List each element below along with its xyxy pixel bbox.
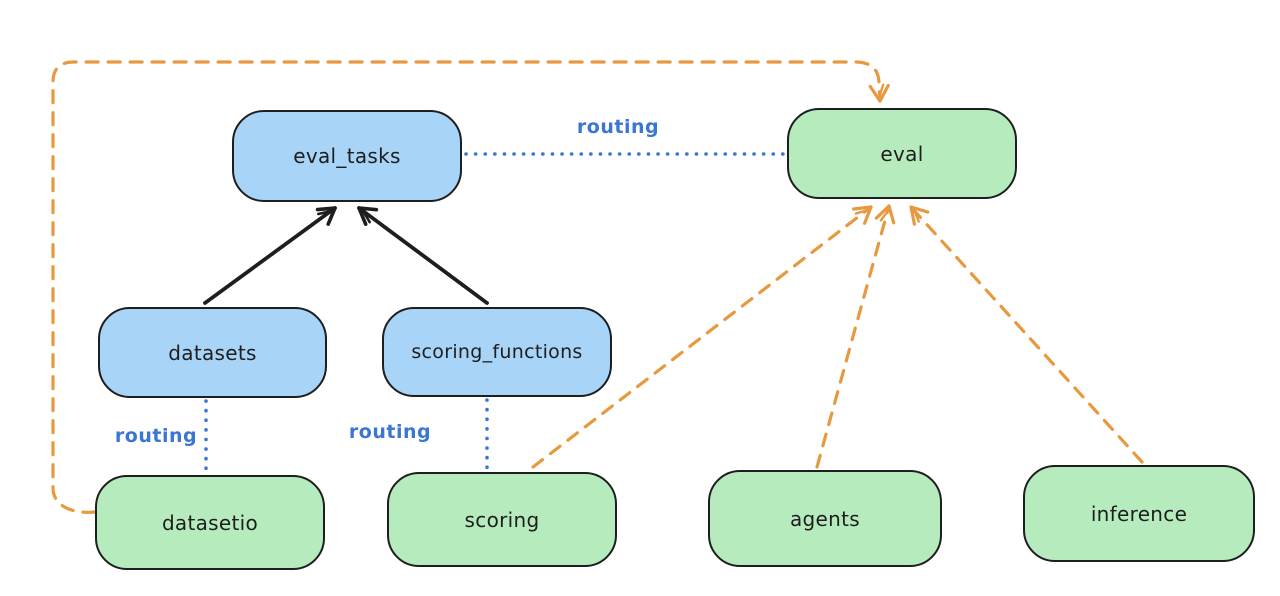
edge-label-routing-scoring-functions-scoring: routing — [348, 421, 432, 443]
node-eval-label: eval — [880, 141, 924, 166]
node-datasets: datasets — [98, 307, 327, 398]
edge-scoring-to-eval — [531, 205, 873, 469]
node-eval: eval — [787, 108, 1017, 199]
edge-scoring-functions-to-eval-tasks — [357, 206, 489, 305]
node-agents: agents — [708, 470, 942, 567]
node-scoring-label: scoring — [464, 507, 540, 532]
node-inference-label: inference — [1090, 501, 1188, 526]
node-inference: inference — [1023, 465, 1255, 562]
edge-label-routing-eval-tasks-eval: routing — [576, 116, 660, 138]
edge-datasets-to-eval-tasks — [203, 206, 337, 305]
node-scoring-functions-label: scoring_functions — [411, 341, 583, 363]
node-eval-tasks-label: eval_tasks — [293, 144, 401, 168]
node-agents-label: agents — [790, 506, 860, 531]
edge-label-routing-datasets-datasetio: routing — [114, 425, 198, 447]
edge-inference-to-eval — [909, 205, 1144, 464]
node-datasets-label: datasets — [168, 340, 257, 365]
node-scoring: scoring — [387, 472, 617, 567]
edge-datasetio-to-eval — [51, 60, 890, 514]
node-eval-tasks: eval_tasks — [232, 110, 462, 202]
node-datasetio-label: datasetio — [161, 510, 259, 535]
edge-agents-to-eval — [815, 204, 896, 469]
node-scoring-functions: scoring_functions — [382, 307, 612, 397]
node-datasetio: datasetio — [95, 475, 325, 570]
